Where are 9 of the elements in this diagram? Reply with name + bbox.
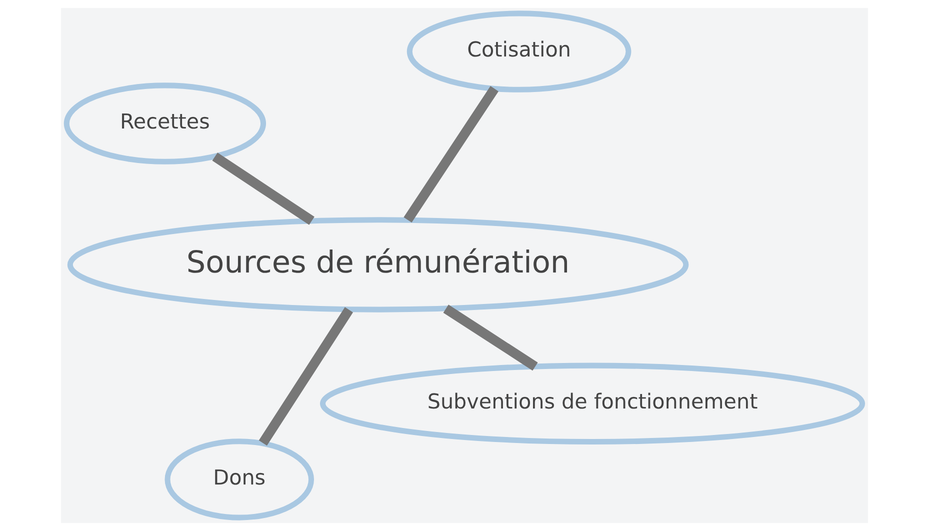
node-ellipse: Dons bbox=[164, 438, 314, 520]
node-ellipse: Sources de rémunération bbox=[66, 217, 688, 312]
connector bbox=[212, 152, 314, 225]
connector bbox=[258, 307, 353, 446]
node-ellipse: Cotisation bbox=[406, 10, 631, 92]
node-ellipse: Subventions de fonctionnement bbox=[319, 362, 865, 445]
node-ellipse: Recettes bbox=[63, 82, 266, 164]
connector bbox=[403, 86, 498, 223]
connector bbox=[442, 304, 538, 371]
